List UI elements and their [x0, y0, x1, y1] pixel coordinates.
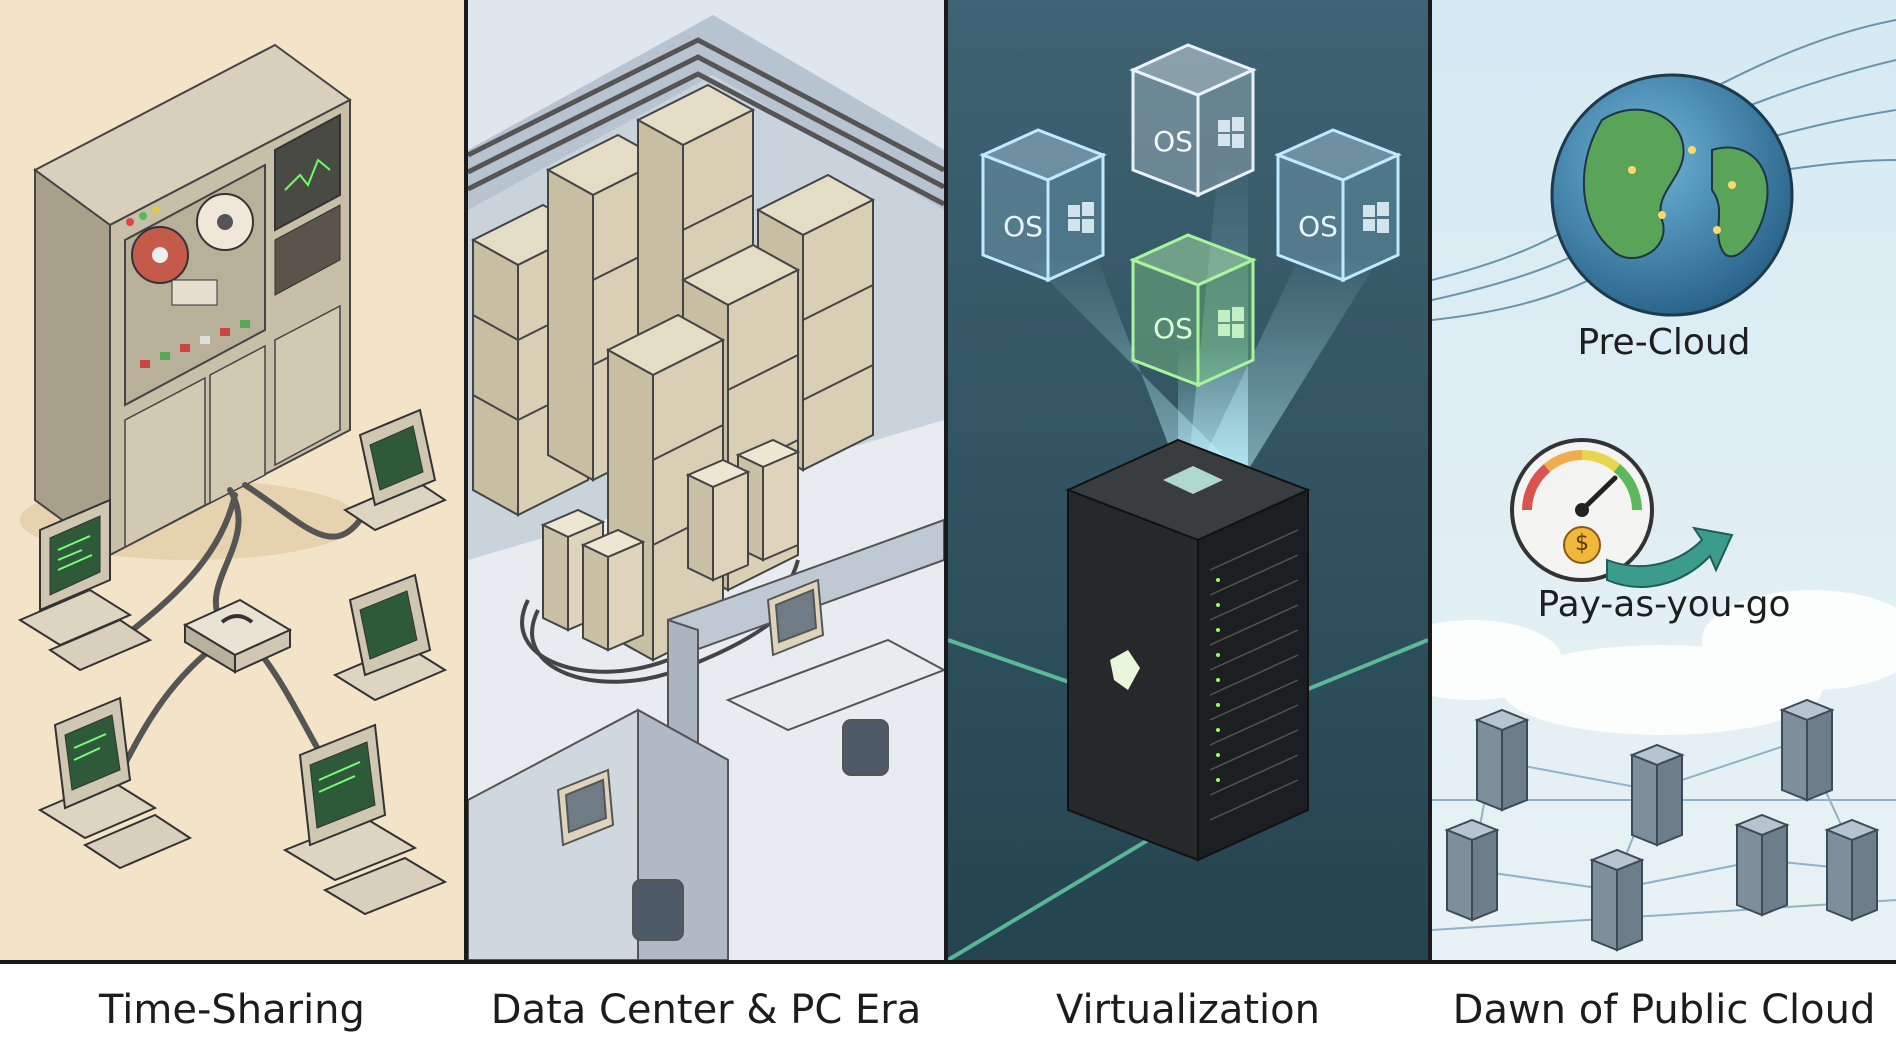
panel-public-cloud: Pre-Cloud Pay-as-you-go $ [1432, 0, 1896, 960]
panel-data-center [468, 0, 944, 960]
divider [464, 0, 468, 964]
caption-public-cloud: Dawn of Public Cloud [1452, 987, 1876, 1033]
panel-virtualization: OS OS OS OS [948, 0, 1428, 960]
divider [1428, 0, 1432, 964]
panel-time-sharing [0, 0, 464, 960]
vm-cube [1129, 43, 1257, 198]
gauge-icon [1510, 438, 1654, 582]
caption-data-center: Data Center & PC Era [490, 987, 922, 1033]
server-racks [470, 83, 876, 662]
vm-cube-active [1129, 233, 1257, 388]
caption-virtualization: Virtualization [1056, 987, 1320, 1033]
mainframe [33, 43, 352, 557]
phone-icon [182, 598, 293, 674]
windows-logo-icon [1068, 117, 1389, 338]
vm-cube [979, 128, 1107, 283]
cubicles [468, 518, 944, 960]
terminals [17, 408, 448, 916]
cloud-servers [1444, 698, 1880, 952]
globe-icon [1550, 73, 1794, 317]
baseline [0, 960, 1896, 964]
vm-label: OS [1153, 312, 1193, 345]
arrow-icon [1606, 526, 1734, 588]
vm-cube [1274, 128, 1402, 283]
server-tower [1065, 438, 1311, 862]
divider [944, 0, 948, 964]
dollar-coin-icon [1563, 526, 1601, 564]
vm-label: OS [1003, 210, 1043, 243]
pre-cloud-label: Pre-Cloud [1577, 322, 1751, 363]
caption-time-sharing: Time-Sharing [99, 987, 365, 1033]
coin-symbol: $ [1575, 531, 1589, 556]
vm-label: OS [1298, 210, 1338, 243]
vm-label: OS [1153, 125, 1193, 158]
payg-label: Pay-as-you-go [1537, 584, 1791, 625]
